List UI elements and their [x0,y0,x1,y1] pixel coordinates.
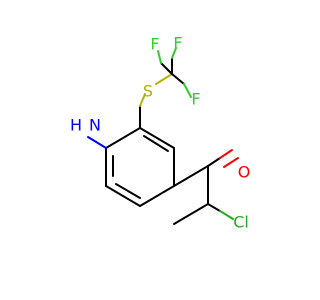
chiral-to-chlorine-bond [207,203,221,212]
amine-n-label: N [89,116,101,135]
amine-bond [87,136,107,149]
carbonyl-oxygen-bond [219,149,233,159]
chlorine-label: Cl [233,213,249,232]
sulfur-to-carbon-bond [155,73,173,85]
sulfur-label: S [143,82,153,101]
ring-bond-3 [139,185,175,207]
cf3-left-bond [160,62,173,75]
amine-h-label: H [70,116,82,135]
sulfur-bond [139,93,146,107]
ring-bond-4 [105,185,141,207]
carbonyl-c-o-bond [207,157,221,167]
fluorine-left-label: F [150,35,159,54]
structure-diagram: H N S F F F O Cl [70,34,251,232]
ring-to-carbonyl-bond [173,165,209,187]
chiral-to-methyl-bond [173,203,209,225]
ring-double-bond-2 [115,183,141,199]
ring-double-bond-1 [143,135,169,152]
ring-bond-1 [139,127,175,149]
ring-bond-6 [105,127,141,149]
fluorine-right-label: F [191,90,200,109]
chlorine-bond [219,210,234,220]
f-top-bond [171,47,177,59]
carbonyl-double-bond [223,157,239,168]
cf3-right-bond [171,73,185,85]
f-right-bond [183,83,192,98]
oxygen-label: O [238,163,251,182]
f-left-bond [157,50,162,64]
molecule-canvas: H N S F F F O Cl [69,33,251,232]
fluorine-top-label: F [173,34,182,53]
